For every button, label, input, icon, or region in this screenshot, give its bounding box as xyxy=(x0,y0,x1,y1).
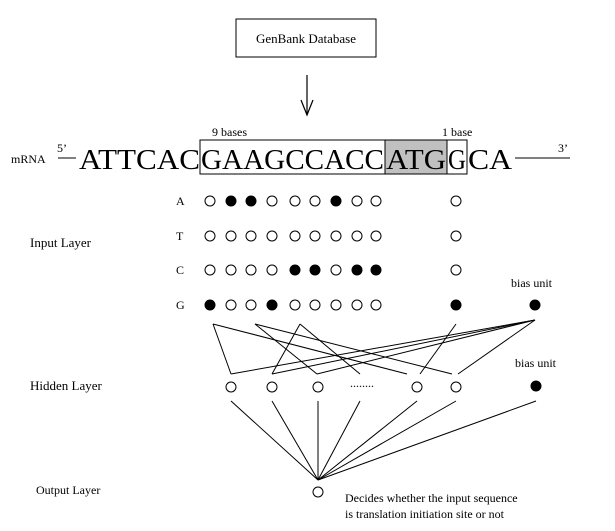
input-node-g xyxy=(330,299,342,311)
sequence-prefix: ATTCAC xyxy=(79,144,200,176)
input-node-t xyxy=(289,230,301,242)
output-description-line1: Decides whether the input sequence xyxy=(345,491,518,505)
input-node-t xyxy=(245,230,257,242)
start-codon: ATG xyxy=(386,144,446,176)
output-layer-label: Output Layer xyxy=(36,483,100,497)
input-node-g xyxy=(289,299,301,311)
genbank-database-box xyxy=(235,18,377,58)
input-layer-label: Input Layer xyxy=(30,235,92,250)
genbank-database-label: GenBank Database xyxy=(256,31,356,46)
hidden-node xyxy=(225,381,237,393)
base-label-c: C xyxy=(176,263,184,277)
nine-bases-label: 9 bases xyxy=(212,125,247,139)
output-node xyxy=(312,486,324,498)
sequence-suffix: CA xyxy=(468,144,512,176)
input-hidden-connections xyxy=(212,319,536,375)
input-node-c xyxy=(450,264,462,276)
input-node-t xyxy=(204,230,216,242)
hidden-bias-label: bias unit xyxy=(515,356,557,370)
input-node-a xyxy=(450,195,462,207)
input-node-c xyxy=(309,264,321,276)
hidden-ellipsis: ........ xyxy=(350,376,374,390)
input-node-a xyxy=(289,195,301,207)
input-node-g xyxy=(309,299,321,311)
input-node-a xyxy=(330,195,342,207)
input-node-c xyxy=(204,264,216,276)
input-bias-node xyxy=(529,299,541,311)
hidden-node xyxy=(450,381,462,393)
input-node-t xyxy=(266,230,278,242)
base-label-a: A xyxy=(176,194,185,208)
one-base-label: 1 base xyxy=(442,125,472,139)
input-node-c xyxy=(351,264,363,276)
five-prime-label: 5’ xyxy=(57,141,67,155)
hidden-output-connections xyxy=(230,400,537,481)
input-node-a xyxy=(351,195,363,207)
sequence-window: GAAGCCACC xyxy=(201,144,384,176)
input-node-t xyxy=(330,230,342,242)
hidden-bias-node xyxy=(530,380,542,392)
input-node-c xyxy=(289,264,301,276)
input-node-t xyxy=(225,230,237,242)
input-node-a xyxy=(245,195,257,207)
input-node-g xyxy=(370,299,382,311)
input-node-t xyxy=(370,230,382,242)
input-node-g xyxy=(351,299,363,311)
input-node-g xyxy=(450,299,462,311)
hidden-node xyxy=(411,381,423,393)
input-node-c xyxy=(370,264,382,276)
mrna-label: mRNA xyxy=(11,152,46,166)
input-node-c xyxy=(330,264,342,276)
hidden-node xyxy=(312,381,324,393)
input-node-a xyxy=(225,195,237,207)
input-node-a xyxy=(309,195,321,207)
input-node-a xyxy=(266,195,278,207)
hidden-layer-nodes xyxy=(225,380,542,393)
input-node-c xyxy=(266,264,278,276)
input-node-g xyxy=(245,299,257,311)
input-node-t xyxy=(309,230,321,242)
input-node-t xyxy=(351,230,363,242)
three-prime-label: 3’ xyxy=(558,141,568,155)
input-node-g xyxy=(204,299,216,311)
input-node-t xyxy=(450,230,462,242)
sequence-after-codon: G xyxy=(448,144,466,176)
base-label-t: T xyxy=(176,229,184,243)
input-node-c xyxy=(225,264,237,276)
base-label-g: G xyxy=(176,298,185,312)
database-arrow-head xyxy=(300,99,314,117)
input-node-g xyxy=(225,299,237,311)
input-node-a xyxy=(204,195,216,207)
output-description-line2: is translation initiation site or not xyxy=(345,507,505,521)
input-layer-nodes xyxy=(204,195,541,311)
input-node-g xyxy=(266,299,278,311)
input-node-c xyxy=(245,264,257,276)
input-bias-label: bias unit xyxy=(511,276,553,290)
input-node-a xyxy=(370,195,382,207)
sequence-window-box xyxy=(199,139,468,175)
hidden-layer-label: Hidden Layer xyxy=(30,378,103,393)
hidden-node xyxy=(266,381,278,393)
